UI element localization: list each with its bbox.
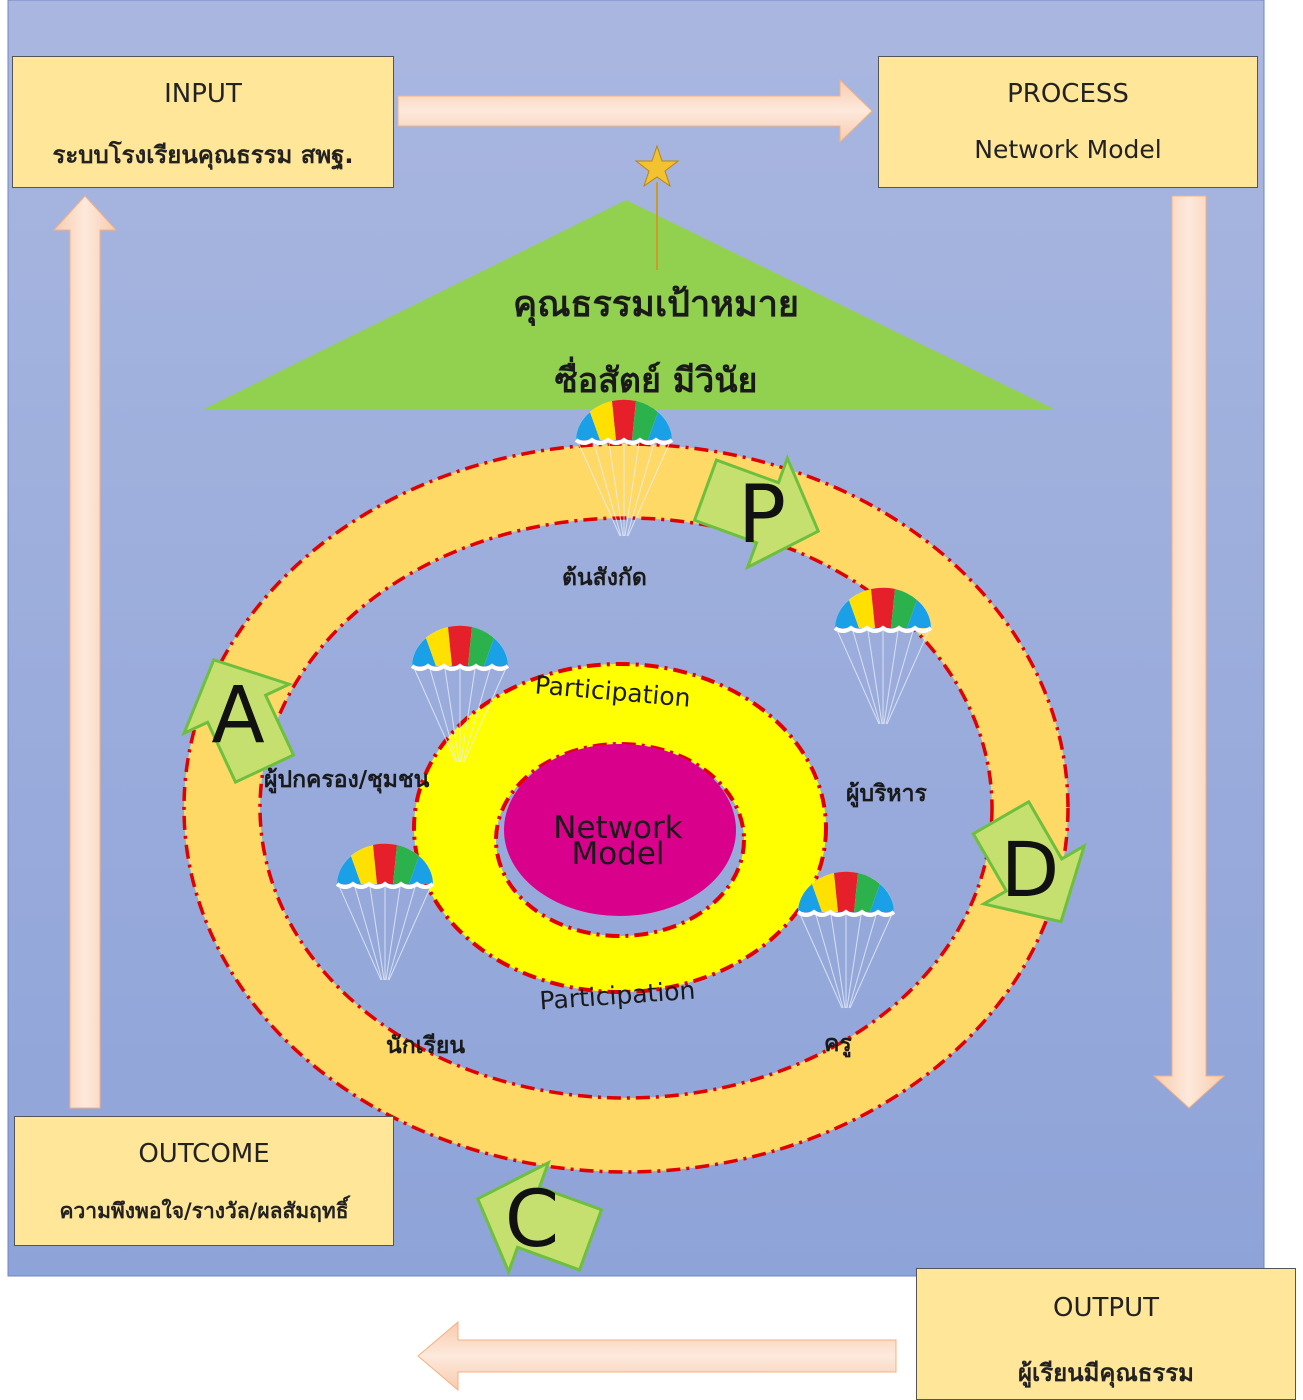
core-line2: Model (571, 836, 664, 872)
star-icon (634, 144, 680, 188)
pdca-arrow-c (475, 1159, 604, 1276)
pdca-letter-a: A (211, 671, 264, 761)
process-box: PROCESS Network Model (878, 56, 1258, 188)
input-box: INPUT ระบบโรงเรียนคุณธรรม สพฐ. (12, 56, 394, 188)
orbit-outer-dash (182, 442, 1070, 1174)
participation-outer-dash (412, 662, 828, 994)
pdca-arrow-d (971, 799, 1087, 924)
core-line1: Network (553, 810, 682, 846)
input-title: INPUT (164, 79, 242, 109)
outcome-box: OUTCOME ความพึงพอใจ/รางวัล/ผลสัมฤทธิ์ (14, 1116, 394, 1246)
arrow-output-to-outcome (417, 1320, 897, 1392)
participation-inner-dash (494, 742, 746, 938)
network-model-core (504, 744, 736, 916)
arrow-outcome-to-input (52, 195, 118, 1109)
outcome-text: ความพึงพอใจ/รางวัล/ผลสัมฤทธิ์ (59, 1199, 349, 1223)
roof-triangle (202, 200, 1056, 410)
participation-ring (414, 664, 826, 992)
input-text: ระบบโรงเรียนคุณธรรม สพฐ. (52, 141, 354, 169)
pdca-arrow-p (692, 454, 821, 571)
pdca-arrow-a (181, 657, 296, 785)
orbit-inner-dash (258, 516, 994, 1100)
stakeholder-bottom-right: ครู (824, 1031, 852, 1057)
output-title: OUTPUT (1053, 1293, 1159, 1323)
arrow-process-to-output (1152, 195, 1226, 1109)
pdca-letter-d: D (1001, 825, 1060, 914)
output-text: ผู้เรียนมีคุณธรรม (1017, 1359, 1194, 1387)
roof-line2: ซื่อสัตย์ มีวินัย (555, 356, 758, 401)
pdca-letter-c: C (505, 1175, 559, 1265)
roof-line1: คุณธรรมเป้าหมาย (513, 284, 799, 327)
process-title: PROCESS (1007, 79, 1129, 109)
stakeholder-top: ต้นสังกัด (562, 565, 647, 591)
pdca-letter-p: P (738, 468, 786, 561)
stakeholder-bottom-left: นักเรียน (386, 1033, 466, 1059)
background-panel (7, 0, 1265, 1277)
output-box: OUTPUT ผู้เรียนมีคุณธรรม (916, 1268, 1296, 1400)
arrow-input-to-process (397, 78, 873, 144)
stakeholder-left: ผู้ปกครอง/ชุมชน (264, 767, 430, 793)
process-text: Network Model (974, 135, 1162, 164)
outcome-title: OUTCOME (138, 1139, 270, 1169)
stakeholder-right: ผู้บริหาร (846, 781, 927, 807)
